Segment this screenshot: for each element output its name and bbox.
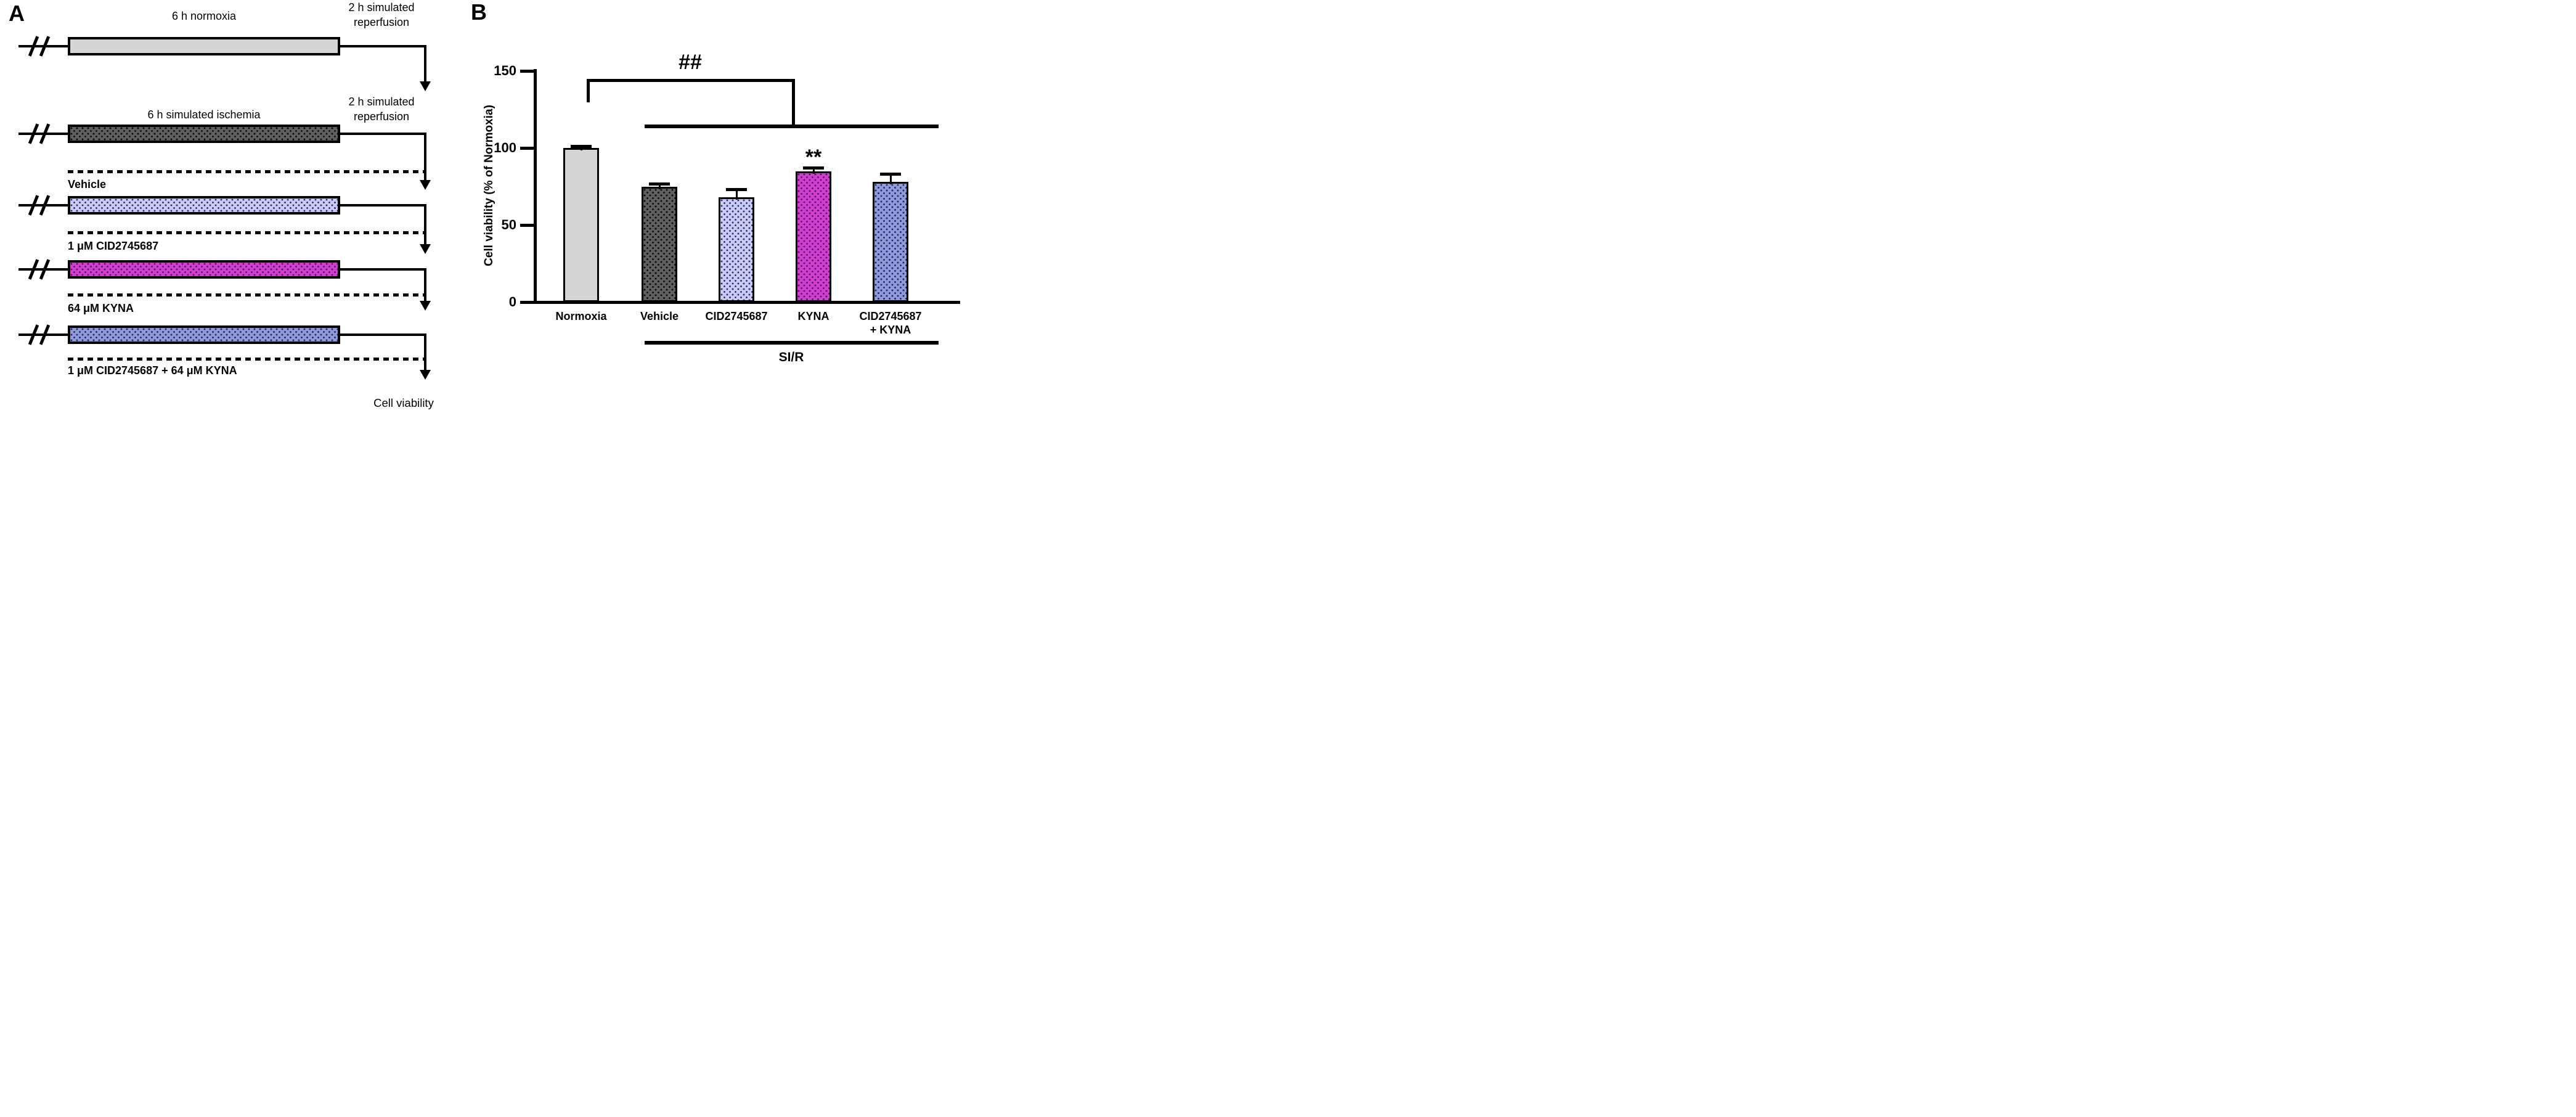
reperfusion-label-line: reperfusion	[353, 110, 410, 123]
y-axis-line	[534, 69, 537, 304]
error-bar-cap	[880, 173, 901, 176]
x-tick-label: CID2745687	[688, 309, 785, 323]
phase-bar-cid-kyna	[68, 325, 340, 344]
error-bar-cap	[726, 188, 747, 191]
panel-b-label: B	[471, 0, 487, 25]
chart-bar-cid2745687-kyna	[873, 182, 908, 302]
treatment-label: 1 μM CID2745687 + 64 μM KYNA	[68, 364, 237, 377]
endpoint-label: Cell viability	[373, 396, 434, 409]
x-tick-label-line: Normoxia	[555, 310, 607, 322]
phase-bar-kyna	[68, 260, 340, 279]
reperfusion-label-line: 2 h simulated	[348, 96, 415, 108]
error-bar-stem	[735, 189, 738, 200]
y-tick	[520, 147, 535, 150]
phase-title: 6 h normoxia	[171, 10, 237, 22]
treatment-label: 64 μM KYNA	[68, 302, 134, 314]
treatment-dashed-line	[68, 170, 425, 173]
x-axis-line	[534, 301, 960, 304]
treatment-dashed-line	[68, 293, 425, 297]
group-label: SI/R	[778, 350, 804, 364]
timeline-rows: 6 h normoxia 2 h simulated reperfusion 6 h …	[0, 0, 475, 419]
error-bar-cap	[649, 182, 670, 186]
y-tick	[520, 70, 535, 73]
reperfusion-label-line: 2 h simulated	[348, 1, 415, 14]
x-tick-label: KYNA	[765, 309, 862, 323]
group-underline	[645, 341, 939, 345]
chart-bar-vehicle	[642, 186, 677, 302]
bracket-right-drop	[792, 79, 795, 128]
error-bar-cap	[803, 166, 824, 170]
y-tick	[520, 301, 535, 304]
timeline-trail-line	[340, 204, 426, 207]
panel-a-label: A	[9, 1, 25, 26]
arrow-down-icon	[420, 370, 431, 380]
x-tick-label-line: CID2745687	[705, 310, 768, 322]
x-tick-label-line: Vehicle	[640, 310, 679, 322]
x-tick-label-line: KYNA	[797, 310, 829, 322]
timeline-trail-line	[340, 45, 426, 47]
timeline-trail-line	[340, 133, 426, 135]
timeline-trail-line	[340, 268, 426, 271]
arrow-down-icon	[420, 81, 431, 91]
chart-bar-cid2745687	[719, 197, 754, 302]
y-tick	[520, 224, 535, 227]
error-bar-stem	[889, 174, 892, 184]
arrow-down-icon	[420, 301, 431, 311]
phase-bar-cid	[68, 196, 340, 215]
treatment-label: 1 μM CID2745687	[68, 240, 159, 252]
chart-bar-kyna	[796, 171, 831, 302]
bracket-upper-line	[587, 79, 795, 82]
x-tick-label-line: + KYNA	[870, 324, 911, 336]
kyna-significance-mark: **	[805, 145, 822, 169]
phase-bar-vehicle	[68, 125, 340, 143]
error-bar-cap	[571, 145, 592, 148]
phase-bar-normoxia	[68, 37, 340, 55]
reperfusion-label-line: reperfusion	[353, 16, 410, 28]
x-tick-label: Normoxia	[533, 309, 629, 323]
timeline-trail-line	[340, 333, 426, 336]
x-tick-label-line: CID2745687	[859, 310, 922, 322]
y-tick-label: 50	[501, 217, 516, 232]
reperfusion-label: 2 h simulated reperfusion	[333, 0, 430, 30]
error-bar-stem	[658, 184, 661, 189]
chart-bar-normoxia	[563, 148, 599, 302]
y-tick-label: 100	[494, 140, 516, 155]
arrow-down-icon	[420, 180, 431, 190]
bracket-left-drop	[587, 79, 590, 102]
x-tick-label: CID2745687 + KYNA	[842, 309, 939, 337]
y-tick-label: 150	[494, 63, 516, 78]
reperfusion-label: 2 h simulated reperfusion	[333, 94, 430, 124]
error-bar-stem	[580, 146, 582, 150]
timeline-arrow-stem	[424, 269, 426, 301]
timeline-arrow-stem	[424, 205, 426, 244]
timeline-arrow-stem	[424, 46, 426, 81]
x-tick-label: Vehicle	[611, 309, 707, 323]
treatment-dashed-line	[68, 358, 425, 361]
treatment-label: Vehicle	[68, 178, 107, 190]
timeline-arrow-stem	[424, 335, 426, 370]
group-significance-mark: ##	[679, 51, 702, 74]
error-bar-stem	[812, 168, 815, 174]
phase-title: 6 h simulated ischemia	[147, 108, 261, 121]
arrow-down-icon	[420, 244, 431, 254]
bracket-lower-line	[645, 125, 939, 128]
timeline-arrow-stem	[424, 134, 426, 180]
treatment-dashed-line	[68, 231, 425, 234]
y-tick-label: 0	[508, 294, 516, 309]
